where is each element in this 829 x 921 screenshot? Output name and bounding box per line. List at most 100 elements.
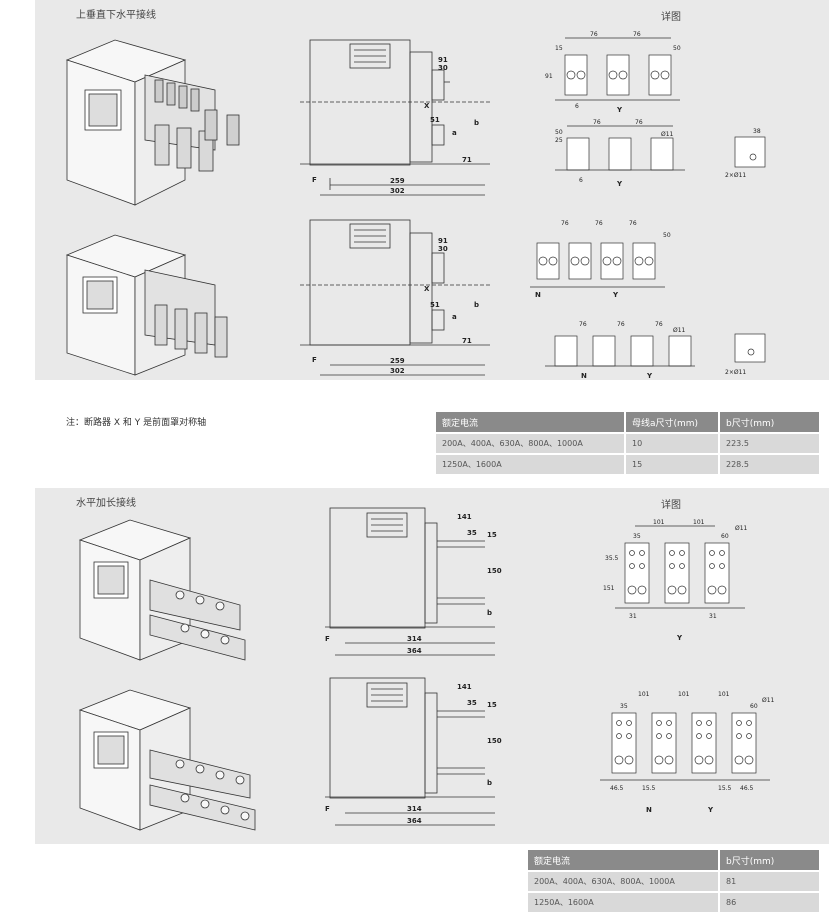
dim-y: Y	[646, 372, 653, 380]
dim-76: 76	[633, 31, 641, 38]
dim-259: 259	[390, 357, 405, 365]
cell-current: 200A、400A、630A、800A、1000A	[528, 870, 720, 891]
dim-y: Y	[612, 291, 619, 299]
dim-76: 76	[629, 220, 637, 227]
dim-y: Y	[676, 634, 683, 642]
cell-a: 10	[626, 432, 720, 453]
dim-46-5: 46.5	[610, 785, 624, 792]
dim-n: N	[646, 806, 652, 814]
dim-50: 50	[663, 232, 671, 239]
dim-x: X	[424, 285, 430, 293]
dim-hole: Ø11	[661, 131, 674, 138]
cell-current: 1250A、1600A	[528, 891, 720, 912]
dim-259: 259	[390, 177, 405, 185]
dim-b: b	[487, 779, 492, 787]
dim-50: 50	[555, 129, 563, 136]
dim-101: 101	[718, 691, 730, 698]
spec-table-1: 额定电流 母线a尺寸(mm) b尺寸(mm) 200A、400A、630A、80…	[436, 412, 819, 474]
col-busbar-a: 母线a尺寸(mm)	[626, 412, 720, 432]
cell-current: 1250A、1600A	[436, 453, 626, 474]
dim-6: 6	[579, 177, 583, 184]
dim-76: 76	[590, 31, 598, 38]
dim-b: b	[474, 119, 479, 127]
dim-141: 141	[457, 513, 472, 521]
dim-31: 31	[629, 613, 637, 620]
cell-b: 81	[720, 870, 819, 891]
section-title: 上垂直下水平接线	[76, 10, 156, 21]
dim-f: F	[325, 635, 330, 643]
dim-6: 6	[575, 103, 579, 110]
dim-71: 71	[462, 156, 472, 164]
dim-50: 50	[673, 45, 681, 52]
side-view-extended-top: 141 35 15 150 b F 314 364	[325, 507, 502, 656]
dim-151: 151	[603, 585, 615, 592]
dim-15: 15	[487, 531, 497, 539]
dim-35: 35	[467, 529, 477, 537]
table-header-row: 额定电流 母线a尺寸(mm) b尺寸(mm)	[436, 412, 819, 432]
detail-drawing-busbar-end: 38 2×Ø11	[725, 128, 766, 179]
dim-f: F	[325, 805, 330, 813]
cell-b: 223.5	[720, 432, 819, 453]
detail-drawing-top-view-4pole: 76 76 76 50 N Y	[530, 220, 671, 299]
dim-35: 35	[467, 699, 477, 707]
dim-314: 314	[407, 635, 422, 643]
cell-current: 200A、400A、630A、800A、1000A	[436, 432, 626, 453]
dim-76: 76	[635, 119, 643, 126]
dim-hole: Ø11	[762, 697, 775, 704]
dim-76: 76	[561, 220, 569, 227]
dim-15: 15	[555, 45, 563, 52]
dim-150: 150	[487, 567, 502, 575]
dim-15: 15	[487, 701, 497, 709]
dim-51: 51	[430, 116, 440, 124]
table-row: 200A、400A、630A、800A、1000A 81	[528, 870, 819, 891]
footnote: 注：断路器 X 和 Y 是前面罩对称轴	[66, 418, 207, 428]
breaker-3d-illustration-top	[65, 39, 240, 206]
detail-drawing-side-3pole: 76 76 50 25 Ø11 6 Y	[555, 119, 685, 188]
table-row: 1250A、1600A 15 228.5	[436, 453, 819, 474]
dim-25: 25	[555, 137, 563, 144]
dim-101: 101	[678, 691, 690, 698]
dim-hole: Ø11	[673, 327, 686, 334]
table-header-row: 额定电流 b尺寸(mm)	[528, 850, 819, 870]
breaker-3d-extended-top	[78, 519, 246, 661]
col-rated-current: 额定电流	[436, 412, 626, 432]
dim-hole: Ø11	[735, 525, 748, 532]
col-rated-current: 额定电流	[528, 850, 720, 870]
dim-91: 91	[438, 237, 448, 245]
dim-71: 71	[462, 337, 472, 345]
dim-76: 76	[655, 321, 663, 328]
dim-y: Y	[616, 180, 623, 188]
detail-drawing-extended-3pole: 101 101 35 60 Ø11 35.5 151 31 31 Y	[603, 519, 748, 642]
dim-76: 76	[595, 220, 603, 227]
breaker-3d-extended-bottom	[78, 689, 256, 831]
wiring-panel-horizontal-extended: 水平加长接线 详图	[35, 488, 829, 844]
wiring-panel-vertical-horizontal: 上垂直下水平接线 详图	[35, 0, 829, 380]
side-view-drawing-bottom: 91 30 X 51 a b 71 F 259 302	[300, 219, 490, 376]
detail-drawing-side-4pole: 76 76 76 Ø11 N Y	[545, 321, 695, 380]
detail-label: 详图	[661, 500, 681, 511]
side-view-drawing-top: 91 30 X 51 a b 71 F 259 302	[300, 39, 490, 196]
dim-91: 91	[545, 73, 553, 80]
side-view-extended-bottom: 141 35 15 150 b F 314 364	[325, 677, 502, 826]
detail-drawing-busbar-end-4pole: 2×Ø11	[725, 333, 766, 376]
spec-table-2: 额定电流 b尺寸(mm) 200A、400A、630A、800A、1000A 8…	[528, 850, 819, 912]
detail-label: 详图	[661, 12, 681, 23]
dim-30: 30	[438, 64, 448, 72]
dim-2x11: 2×Ø11	[725, 369, 746, 376]
dim-364: 364	[407, 817, 422, 825]
dim-35-5: 35.5	[605, 555, 619, 562]
dim-a: a	[452, 313, 457, 321]
dim-141: 141	[457, 683, 472, 691]
dim-30: 30	[438, 245, 448, 253]
dim-91: 91	[438, 56, 448, 64]
cell-b: 228.5	[720, 453, 819, 474]
dim-f: F	[312, 356, 317, 364]
dim-f: F	[312, 176, 317, 184]
dim-35: 35	[633, 533, 641, 540]
dim-76: 76	[617, 321, 625, 328]
dim-15-5: 15.5	[642, 785, 656, 792]
dim-b: b	[474, 301, 479, 309]
cell-a: 15	[626, 453, 720, 474]
dim-2x11: 2×Ø11	[725, 172, 746, 179]
dim-76: 76	[579, 321, 587, 328]
